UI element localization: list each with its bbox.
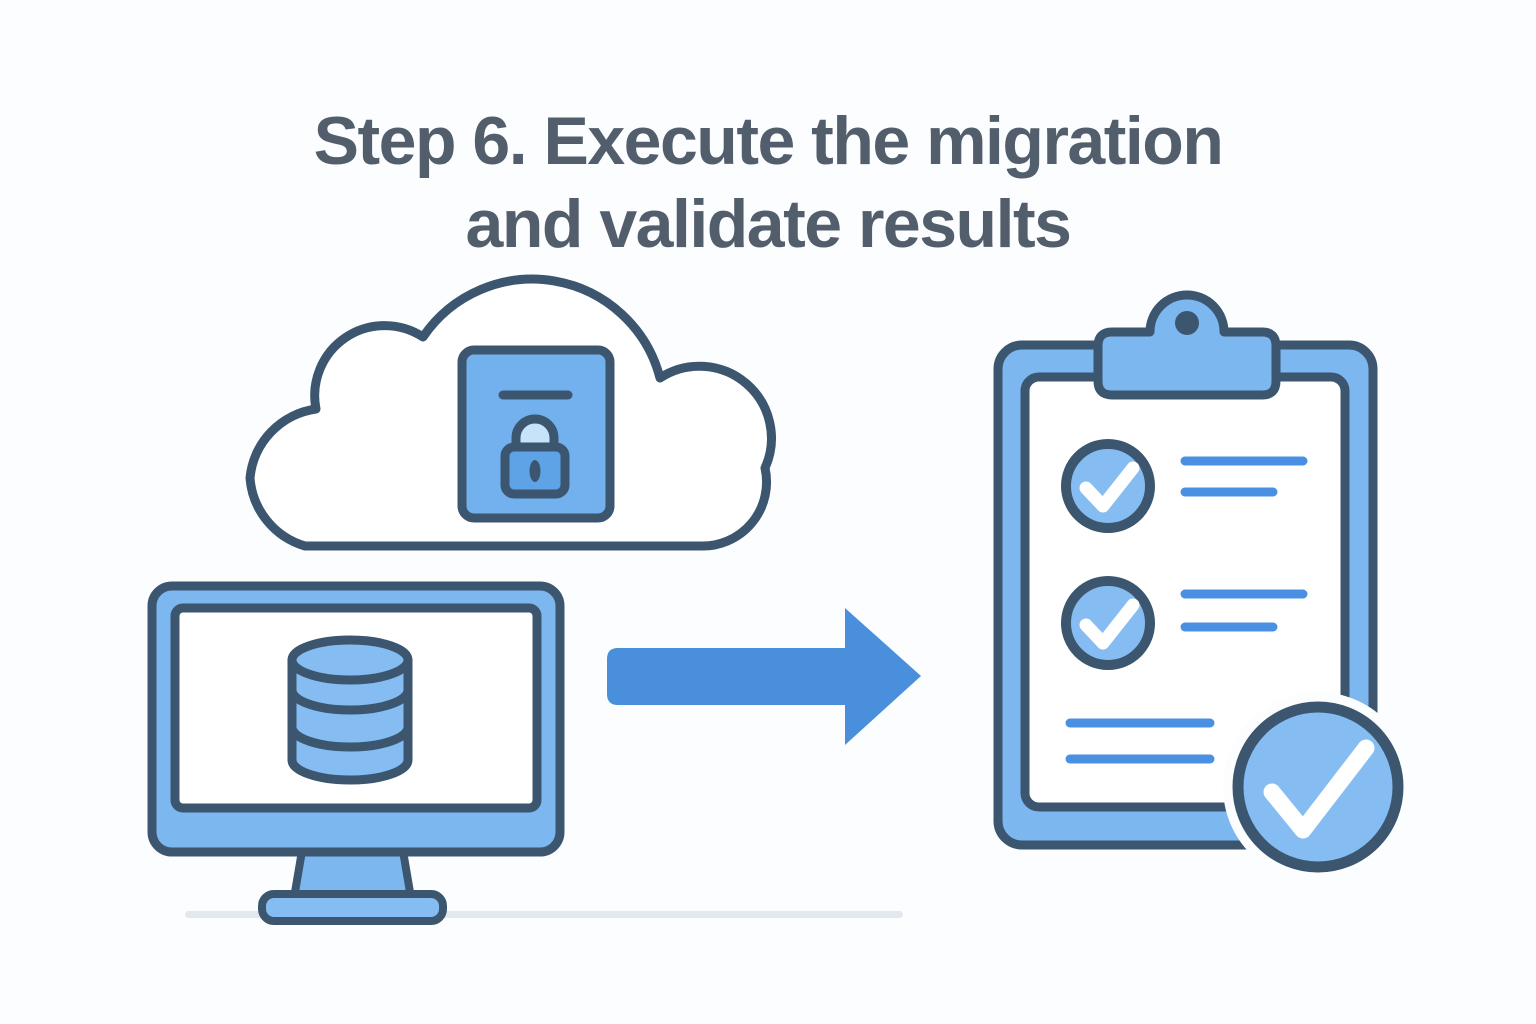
checkmark-icon xyxy=(1079,598,1140,650)
right-arrow-icon xyxy=(607,608,921,745)
database-top xyxy=(287,635,413,685)
clipboard-clip-hole xyxy=(1175,311,1199,335)
note-lines xyxy=(1065,718,1215,764)
lock-icon xyxy=(500,414,570,499)
page-title: Step 6. Execute the migration and valida… xyxy=(0,100,1536,266)
checklist-item-1 xyxy=(1061,439,1308,533)
badge-checkmark-icon xyxy=(1263,739,1375,839)
clipboard-clip xyxy=(1093,290,1281,400)
check-circle-icon xyxy=(1061,439,1155,533)
success-badge-icon xyxy=(1223,692,1413,882)
database-divider-2 xyxy=(287,726,413,752)
database-body xyxy=(287,655,413,785)
database-icon xyxy=(287,635,413,785)
checklist-item-2 xyxy=(1061,576,1308,670)
checkmark-icon xyxy=(1079,461,1140,513)
monitor-with-database-icon xyxy=(147,581,565,925)
secure-cloud-icon xyxy=(245,274,776,551)
title-line-2: and validate results xyxy=(465,185,1072,262)
title-line-1: Step 6. Execute the migration xyxy=(313,102,1224,179)
lock-keyhole xyxy=(529,460,541,482)
clipboard-checklist-icon xyxy=(993,290,1413,882)
secure-document-icon xyxy=(457,345,615,523)
check-circle-icon xyxy=(1061,576,1155,670)
badge-circle xyxy=(1232,701,1404,873)
monitor-stand-base xyxy=(258,890,447,925)
database-divider-1 xyxy=(287,689,413,715)
